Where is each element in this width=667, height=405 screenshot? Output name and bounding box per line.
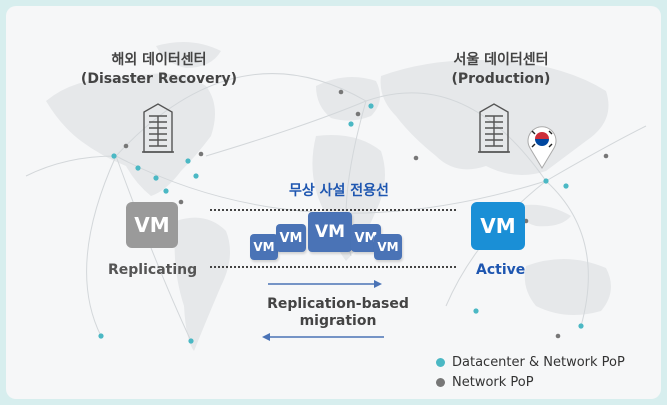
teal-dot-icon [436, 357, 445, 367]
private-line-top [210, 209, 456, 211]
diagram-frame: 해외 데이터센터 (Disaster Recovery) VM Replicat… [6, 6, 661, 399]
korea-flag-pin-icon [527, 126, 557, 169]
building-icon [478, 103, 510, 153]
seoul-dc-title-line2: (Production) [451, 71, 551, 87]
overseas-dc-title-line2: (Disaster Recovery) [80, 71, 238, 87]
replica-vm-box: VM [308, 212, 352, 252]
seoul-status-label: Active [476, 262, 526, 278]
arrow-right-icon [268, 280, 382, 288]
world-map [25, 42, 647, 351]
legend: Datacenter & Network PoP Network PoP [436, 352, 625, 392]
legend-item-network-pop: Network PoP [436, 372, 625, 392]
overseas-vm-box: VM [126, 202, 178, 248]
overseas-dc-title: 해외 데이터센터 (Disaster Recovery) [54, 51, 264, 89]
overseas-status-label: Replicating [108, 262, 198, 278]
gray-dot-icon [436, 377, 445, 387]
legend-label: Network PoP [452, 374, 534, 390]
arrow-left-icon [262, 333, 384, 341]
migration-label-line2: migration [299, 313, 377, 329]
migration-label-line1: Replication-based [267, 296, 409, 312]
replica-vm-box: VM [276, 224, 306, 252]
seoul-dc-title: 서울 데이터센터 (Production) [401, 51, 601, 89]
building-icon [142, 103, 174, 153]
legend-item-datacenter: Datacenter & Network PoP [436, 352, 625, 372]
migration-label: Replication-based migration [238, 296, 438, 330]
replica-vm-box: VM [374, 234, 402, 260]
private-line-label: 무상 사설 전용선 [289, 183, 389, 199]
private-line-bottom [210, 266, 456, 268]
legend-label: Datacenter & Network PoP [452, 354, 625, 370]
seoul-dc-title-line1: 서울 데이터센터 [453, 52, 549, 68]
overseas-dc-title-line1: 해외 데이터센터 [111, 52, 207, 68]
replica-vm-box: VM [250, 234, 278, 260]
seoul-vm-box: VM [471, 202, 525, 250]
